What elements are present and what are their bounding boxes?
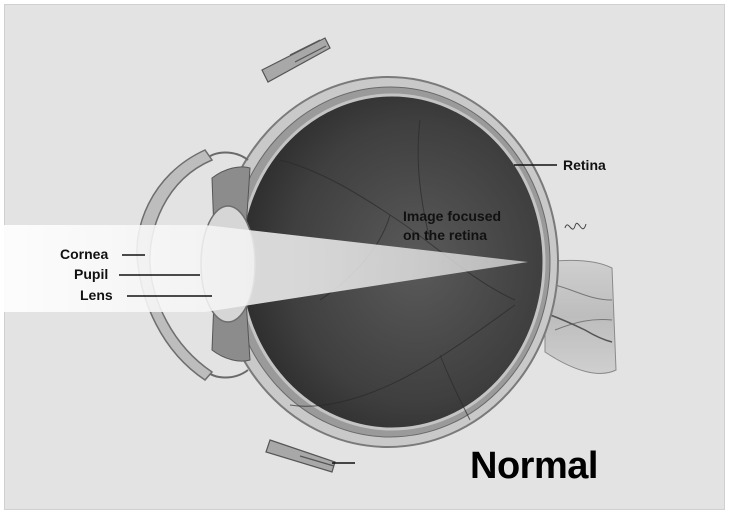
- eye-muscle-bottom: [266, 440, 335, 472]
- artist-signature: [565, 223, 586, 229]
- label-pupil: Pupil: [74, 266, 108, 282]
- label-image-focused: Image focused on the retina: [403, 207, 501, 245]
- label-image-line2: on the retina: [403, 226, 501, 245]
- label-cornea: Cornea: [60, 246, 108, 262]
- eye-muscle-top: [262, 38, 330, 82]
- label-lens: Lens: [80, 287, 113, 303]
- label-retina: Retina: [563, 157, 606, 173]
- label-image-line1: Image focused: [403, 207, 501, 226]
- diagram-title: Normal: [470, 445, 598, 488]
